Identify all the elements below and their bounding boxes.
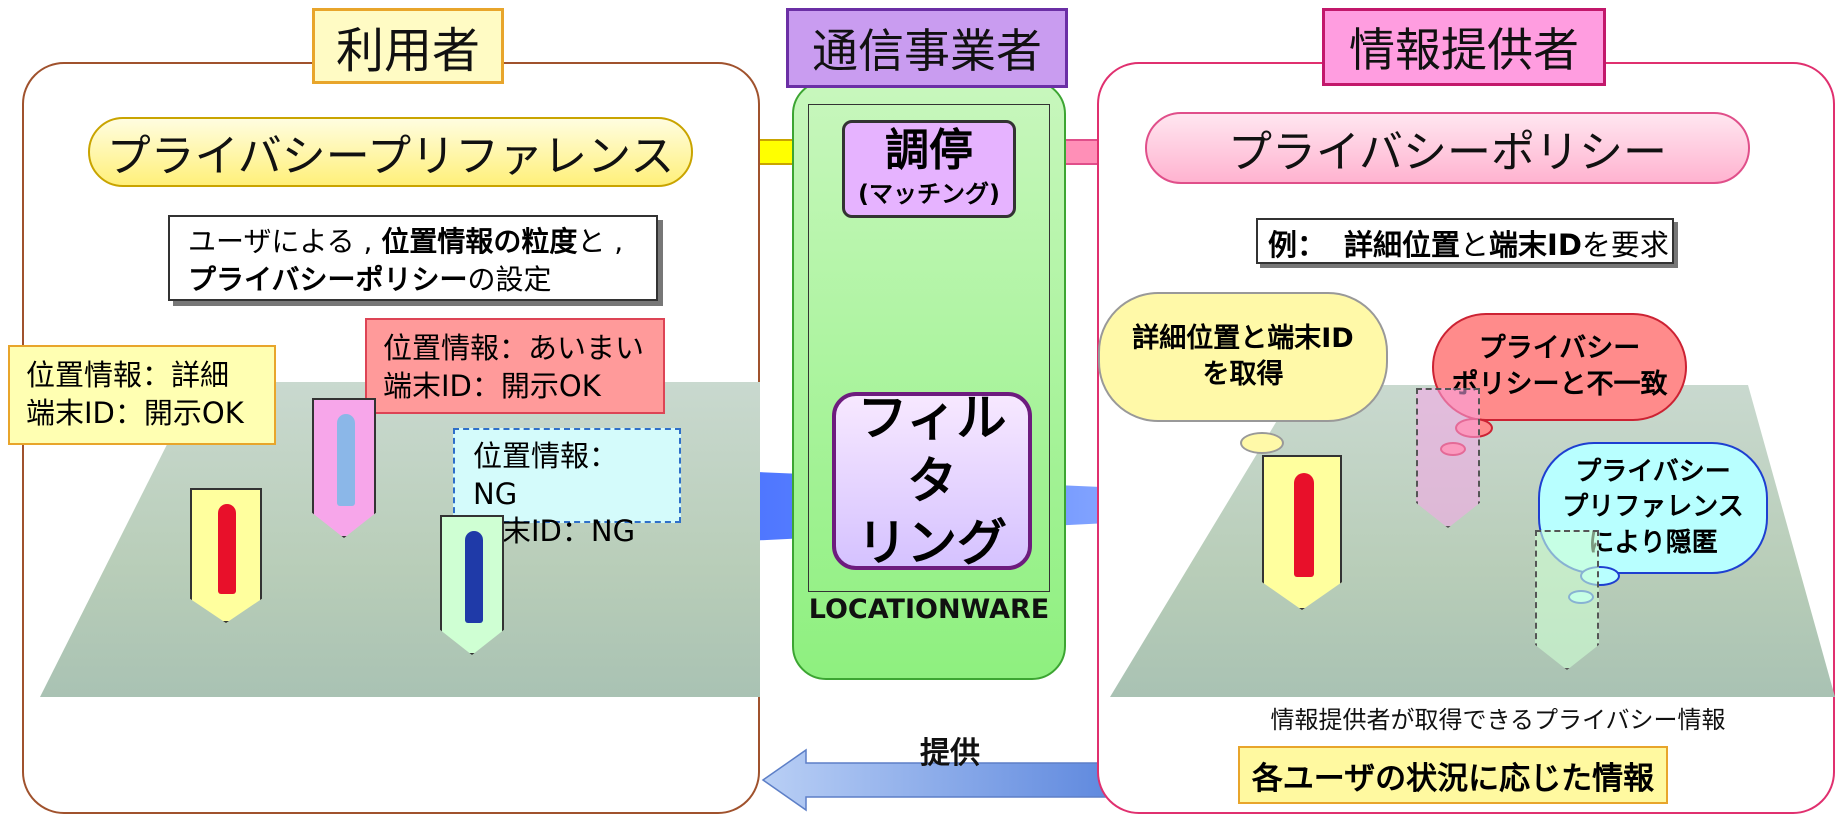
cloud-acquire: 詳細位置と端末ID を取得 [1098, 292, 1388, 422]
cloud-hidden: プライバシー プリファレンス により隠匿 [1538, 442, 1768, 574]
settings-line-1: ユーザによる , 位置情報の粒度と , [188, 225, 624, 258]
user-figure-green [440, 515, 504, 655]
provider-figure-green-faded [1535, 530, 1599, 670]
person-icon [465, 531, 483, 623]
person-icon [218, 504, 236, 594]
locationware-label: LOCATIONWARE [808, 594, 1050, 625]
person-icon [337, 414, 355, 506]
mediation-box: 調停 (マッチング) [842, 120, 1016, 218]
user-figure-pink [312, 398, 376, 538]
mediation-subtitle: (マッチング) [858, 180, 1000, 208]
provider-figure-red [1262, 455, 1342, 610]
example-box: 例： 詳細位置と端末IDを要求 [1256, 218, 1674, 264]
result-box: 各ユーザの状況に応じた情報 [1238, 746, 1668, 804]
carrier-panel-title: 通信事業者 [786, 8, 1068, 88]
callout-detail: 位置情報：詳細 端末ID：開示OK [8, 345, 276, 445]
example-prefix: 例： [1268, 228, 1327, 262]
provider-panel-title: 情報提供者 [1322, 8, 1606, 86]
provide-label: 提供 [920, 736, 980, 771]
example-suffix: を要求 [1581, 228, 1669, 262]
settings-box: ユーザによる , 位置情報の粒度と , プライバシーポリシーの設定 [168, 215, 658, 301]
privacy-preference-pill: プライバシープリファレンス [88, 117, 693, 187]
callout-ng: 位置情報：NG 端末ID：NG [453, 428, 681, 548]
person-icon [1294, 473, 1314, 577]
filtering-label: フィルタ リング [857, 389, 1007, 573]
cloud-bubble-acquire-1 [1240, 432, 1284, 454]
example-mid: と [1460, 228, 1490, 262]
provider-figure-pink-faded [1416, 388, 1480, 528]
example-terminal-id: 端末ID [1489, 228, 1582, 262]
map-caption: 情報提供者が取得できるプライバシー情報 [1270, 706, 1726, 734]
example-detail-location: 詳細位置 [1344, 228, 1461, 262]
carrier-panel [792, 80, 1066, 680]
cloud-mismatch: プライバシー ポリシーと不一致 [1432, 313, 1687, 421]
settings-line-2: プライバシーポリシーの設定 [188, 262, 552, 296]
user-panel-title: 利用者 [312, 8, 504, 84]
callout-vague: 位置情報：あいまい 端末ID：開示OK [365, 318, 665, 414]
filtering-box: フィルタ リング [832, 389, 1032, 572]
carrier-inner-frame [808, 104, 1050, 592]
privacy-policy-pill: プライバシーポリシー [1145, 112, 1750, 184]
user-figure-red [190, 488, 262, 623]
mediation-title: 調停 [885, 125, 973, 176]
